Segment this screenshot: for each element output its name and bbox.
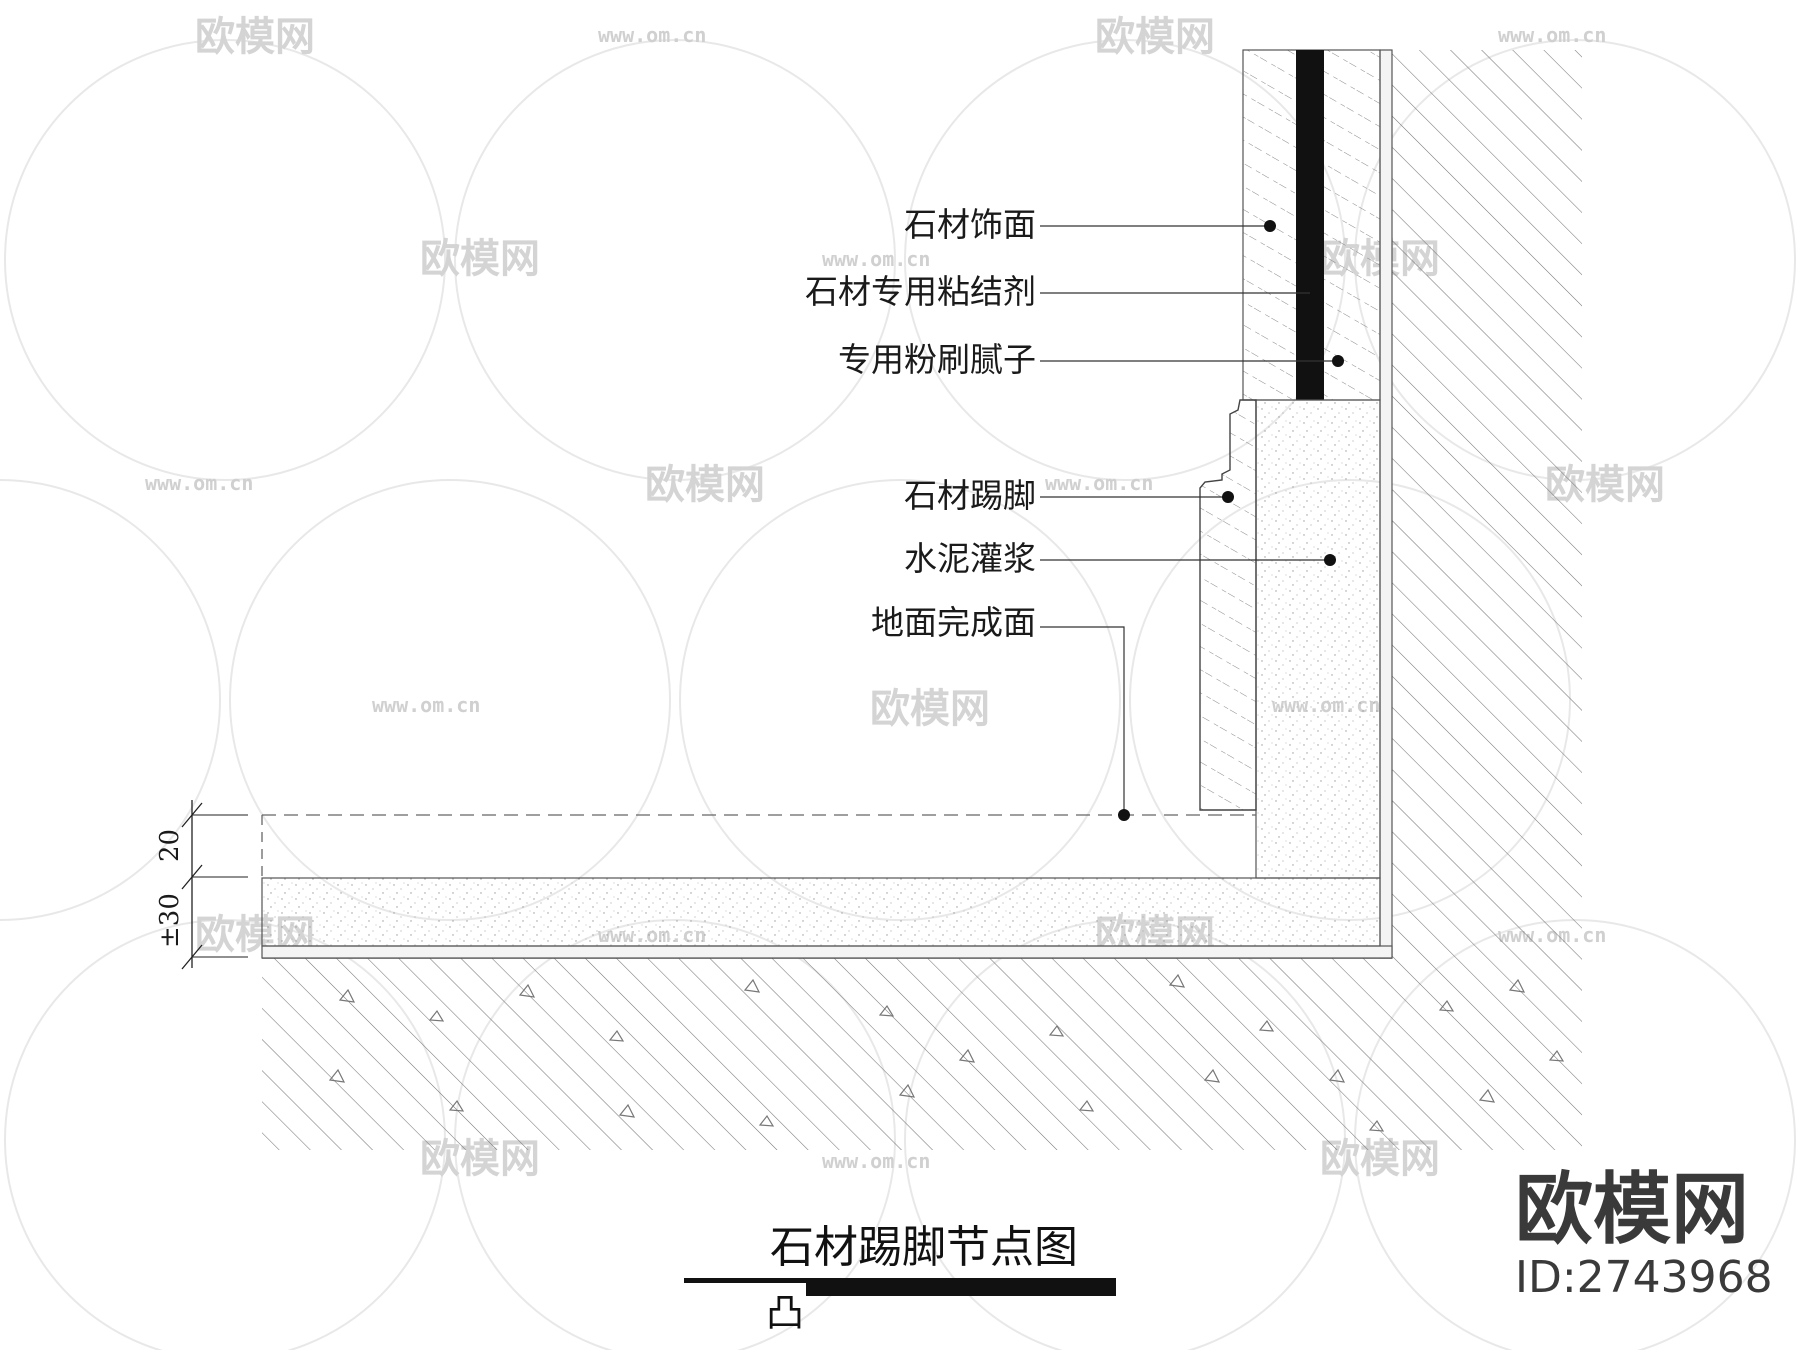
watermark-url: www.om.cn xyxy=(1045,471,1153,495)
label-cement-grout: 水泥灌浆 xyxy=(904,539,1036,578)
aggregate-marks xyxy=(328,973,1565,1132)
leader-dots xyxy=(1118,220,1344,821)
label-stone-finish: 石材饰面 xyxy=(904,205,1036,244)
drawing-title: 石材踢脚节点图 xyxy=(770,1222,1078,1273)
watermark-url: www.om.cn xyxy=(822,247,930,271)
structure xyxy=(262,50,1582,1150)
adhesive-layer xyxy=(1296,50,1324,400)
label-stone-skirting: 石材踢脚 xyxy=(904,476,1036,515)
cement-grout-fill xyxy=(1255,399,1381,879)
watermark-logo: 欧模网 xyxy=(420,236,540,282)
dimension-lower: ±30 xyxy=(155,893,185,948)
title-underline-thin xyxy=(684,1278,1116,1283)
stone-skirting-profile xyxy=(1199,399,1257,811)
watermark-logo: 欧模网 xyxy=(195,14,315,60)
watermark-url: www.om.cn xyxy=(598,23,706,47)
watermark-url: www.om.cn xyxy=(822,1149,930,1173)
watermark-logo: 欧模网 xyxy=(1095,14,1215,60)
brand-logo-text: 欧模网 xyxy=(1515,1165,1749,1255)
brand-id: ID:2743968 xyxy=(1515,1252,1773,1303)
watermark-url: www.om.cn xyxy=(1498,23,1606,47)
structural-floor-slab xyxy=(262,958,1582,1150)
leader-lines xyxy=(1040,225,1338,815)
label-floor-finish: 地面完成面 xyxy=(871,603,1036,642)
watermark-url: www.om.cn xyxy=(145,471,253,495)
dimension-upper: 20 xyxy=(155,829,185,862)
watermark-logo: 欧模网 xyxy=(645,462,765,508)
label-stone-adhesive: 石材专用粘结剂 xyxy=(805,272,1036,311)
floor-leveling-layer xyxy=(261,877,1381,947)
floor-screed-layer xyxy=(261,945,1393,959)
title-underline-thick xyxy=(806,1281,1116,1296)
dimension-line xyxy=(181,800,248,970)
putty-layer xyxy=(1379,49,1393,959)
watermark-url: www.om.cn xyxy=(372,693,480,717)
watermark-logo: 欧模网 xyxy=(870,686,990,732)
structural-wall xyxy=(1392,50,1582,958)
drawing-subtitle: 凸 xyxy=(766,1291,804,1335)
label-putty: 专用粉刷腻子 xyxy=(838,340,1036,379)
